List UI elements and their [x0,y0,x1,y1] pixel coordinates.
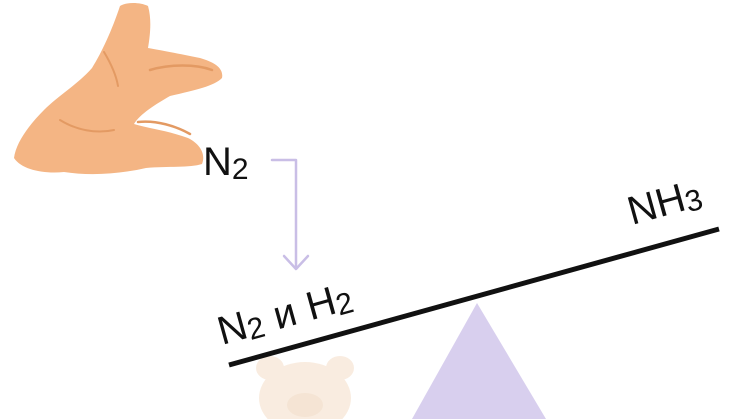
drop-arrow [270,158,310,271]
right-formula-symbol: NH [623,176,690,234]
left-pan-label: N2иH2 [213,275,358,355]
right-pan-label: NH3 [623,171,707,234]
hand-formula-subscript: 2 [232,153,249,186]
left-formula-b-symbol: H [301,279,341,329]
hand-formula-symbol: N [203,140,232,184]
left-conjunction: и [268,290,301,338]
pinching-hand-icon [14,3,223,175]
fulcrum-triangle [412,303,546,419]
balance-beam [228,226,720,368]
bear-watermark-icon [256,356,354,419]
hand-formula-label: N2 [203,140,249,186]
left-formula-a-symbol: N [213,304,253,354]
